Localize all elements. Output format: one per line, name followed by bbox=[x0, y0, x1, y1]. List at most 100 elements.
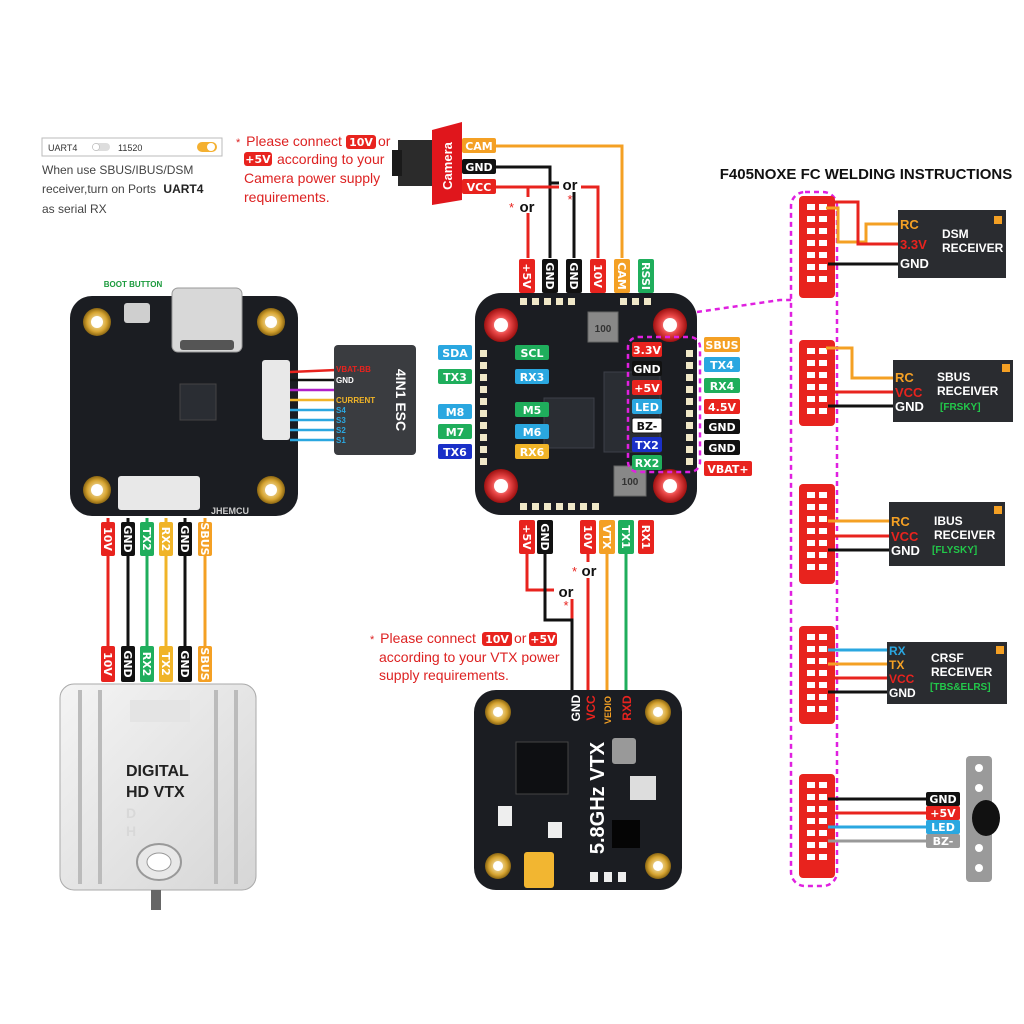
camera: Camera bbox=[392, 122, 462, 205]
camera-pin-vcc-text: VCC bbox=[467, 181, 492, 194]
dsm-pin-3: GND bbox=[900, 256, 929, 271]
uart-toggle-knob-left bbox=[92, 143, 100, 151]
vtx-note-badge-5v: +5V bbox=[530, 633, 556, 646]
fc-bottom-pad-4: VTX bbox=[600, 525, 613, 550]
left-pad-1: 10V bbox=[101, 527, 114, 551]
camera-body bbox=[432, 122, 462, 205]
esc-module: VBAT-BB GND CURRENT S4 S3 S2 S1 4IN1 ESC bbox=[334, 345, 416, 455]
camera-note-badge-10v-text: 10V bbox=[349, 136, 373, 149]
ibus-name-1: IBUS bbox=[934, 514, 963, 528]
vtx-note: * Please connect 10V or +5V according to… bbox=[370, 630, 560, 683]
camera-note-line3: Camera power supply bbox=[244, 170, 380, 186]
esc-wire-label-5: S4 bbox=[336, 406, 346, 415]
sbus-name-2: RECEIVER bbox=[937, 384, 999, 398]
receiver-highlight bbox=[626, 190, 839, 888]
esc-wire-label-8: S1 bbox=[336, 436, 346, 445]
dvtx-line4: H bbox=[126, 823, 136, 839]
esc-body bbox=[334, 345, 416, 455]
fc-inner-right-4: LED bbox=[635, 401, 659, 414]
uart-bar bbox=[41, 137, 223, 157]
fc-left-label-5: TX6 bbox=[443, 446, 467, 459]
fc-left-label-1: SDA bbox=[442, 347, 468, 360]
svg-text:receiver,turn on Ports U: receiver,turn on Ports UART4 bbox=[42, 182, 204, 196]
fc-inner-left-4: M6 bbox=[523, 426, 542, 439]
led-pin-4: BZ- bbox=[933, 835, 954, 848]
wire-cam-gnd bbox=[496, 165, 552, 258]
uart-baud: 11520 bbox=[118, 143, 142, 153]
avtx-pin-video: VEDIO bbox=[603, 696, 613, 724]
dsm-receiver: RC 3.3V GND DSM RECEIVER bbox=[826, 200, 1006, 278]
camera-note-badge-10v bbox=[346, 135, 376, 149]
fc-inner-right-6: TX2 bbox=[635, 439, 659, 452]
vtx-note-line1: Please connect bbox=[380, 630, 476, 646]
digital-vtx-pins: 10V GND RX2 TX2 GND SBUS bbox=[101, 646, 212, 682]
dvtx-pin-6: SBUS bbox=[198, 647, 211, 680]
main-fc-board: 100 100 bbox=[475, 293, 697, 515]
avtx-pin-vcc: VCC bbox=[584, 695, 598, 721]
ibus-name-2: RECEIVER bbox=[934, 528, 996, 542]
left-pad-6: SBUS bbox=[198, 522, 211, 555]
left-pad-4: RX2 bbox=[159, 527, 172, 552]
fc-inner-right-2: GND bbox=[633, 363, 660, 376]
camera-note: * Please connect 10V or +5V according to… bbox=[236, 133, 391, 205]
fc-top-pads: +5V GND GND 10V CAM RSSI bbox=[519, 259, 654, 293]
main-fc-inductor-top bbox=[587, 311, 619, 343]
wire-cam-vcc-10v bbox=[528, 185, 600, 258]
sbus-brand: [FRSKY] bbox=[940, 402, 981, 413]
vtx-connector bbox=[118, 476, 200, 510]
analog-vtx-or: * or or * bbox=[554, 562, 600, 613]
camera-pin-cam bbox=[462, 138, 496, 153]
uart-note-2-bold: UART4 bbox=[163, 182, 203, 196]
uart-note-2: receiver,turn on Ports bbox=[42, 182, 156, 196]
dsm-name-2: RECEIVER bbox=[942, 241, 1004, 255]
dsm-pin-1: RC bbox=[900, 217, 919, 232]
camera-note-line1: Please connect bbox=[246, 133, 342, 149]
boot-button[interactable] bbox=[124, 303, 150, 323]
fc-bottom-pad-3: 10V bbox=[581, 525, 594, 549]
fc-left-label-3: M8 bbox=[446, 406, 465, 419]
fc-inner-left-3: M5 bbox=[523, 404, 542, 417]
esc-wire-label-7: S2 bbox=[336, 426, 346, 435]
dvtx-line3: D bbox=[126, 805, 136, 821]
camera-or-left: or bbox=[520, 199, 535, 216]
left-pad-2: GND bbox=[121, 525, 134, 552]
uart-port: UART4 bbox=[48, 143, 77, 153]
dvtx-pin-3: RX2 bbox=[140, 652, 153, 677]
camera-pin-vcc bbox=[462, 179, 496, 194]
usb-c-port bbox=[171, 287, 243, 353]
avtx-pin-gnd: GND bbox=[569, 694, 583, 721]
crsf-body bbox=[887, 642, 1007, 704]
camera-star-left: * bbox=[509, 200, 514, 215]
left-pad-3: TX2 bbox=[140, 527, 153, 551]
esc-wire-label-4: CURRENT bbox=[336, 396, 375, 405]
sbus-name-1: SBUS bbox=[937, 370, 970, 384]
fc-top-pad-6: RSSI bbox=[639, 262, 652, 290]
fc-inner-left-2: RX3 bbox=[520, 371, 545, 384]
vtx-or-bottom: or bbox=[559, 584, 574, 601]
avtx-pin-rxd: RXD bbox=[620, 695, 634, 721]
vtx-star-bottom: * bbox=[563, 598, 568, 613]
fc-inner-left-5: RX6 bbox=[520, 446, 545, 459]
camera-pin-gnd bbox=[462, 159, 496, 174]
crsf-name-1: CRSF bbox=[931, 651, 964, 665]
fc-top-pad-2: GND bbox=[543, 262, 556, 289]
vtx-note-or: or bbox=[514, 630, 527, 646]
led-buzzer: GND +5V LED BZ- bbox=[828, 756, 1000, 882]
fc-bottom-pad-6: RX1 bbox=[639, 525, 652, 550]
left-fc-mcu bbox=[179, 383, 217, 421]
dvtx-pin-5: GND bbox=[178, 650, 191, 677]
vtx-note-line2: according to your VTX power bbox=[379, 649, 560, 665]
camera-lens-front bbox=[392, 150, 402, 176]
fc-edge-pads bbox=[807, 204, 827, 860]
fc-bottom-pads: +5V GND 10V VTX TX1 RX1 bbox=[519, 520, 654, 554]
ibus-pin-2: VCC bbox=[891, 529, 919, 544]
camera-pin-cam-text: CAM bbox=[465, 140, 493, 153]
esc-connector bbox=[262, 360, 290, 440]
sbus-receiver: RC VCC GND SBUS RECEIVER [FRSKY] bbox=[826, 346, 1013, 422]
fc-bottom-pad-1: +5V bbox=[520, 524, 533, 550]
uart-panel: UART4 11520 When use SBUS/IBUS/DSM recei… bbox=[41, 137, 223, 216]
wire-cam-cam bbox=[496, 144, 624, 258]
fc-top-pad-5: CAM bbox=[615, 262, 628, 290]
dvtx-pin-4: TX2 bbox=[159, 652, 172, 676]
ibus-brand: [FLYSKY] bbox=[932, 545, 977, 556]
